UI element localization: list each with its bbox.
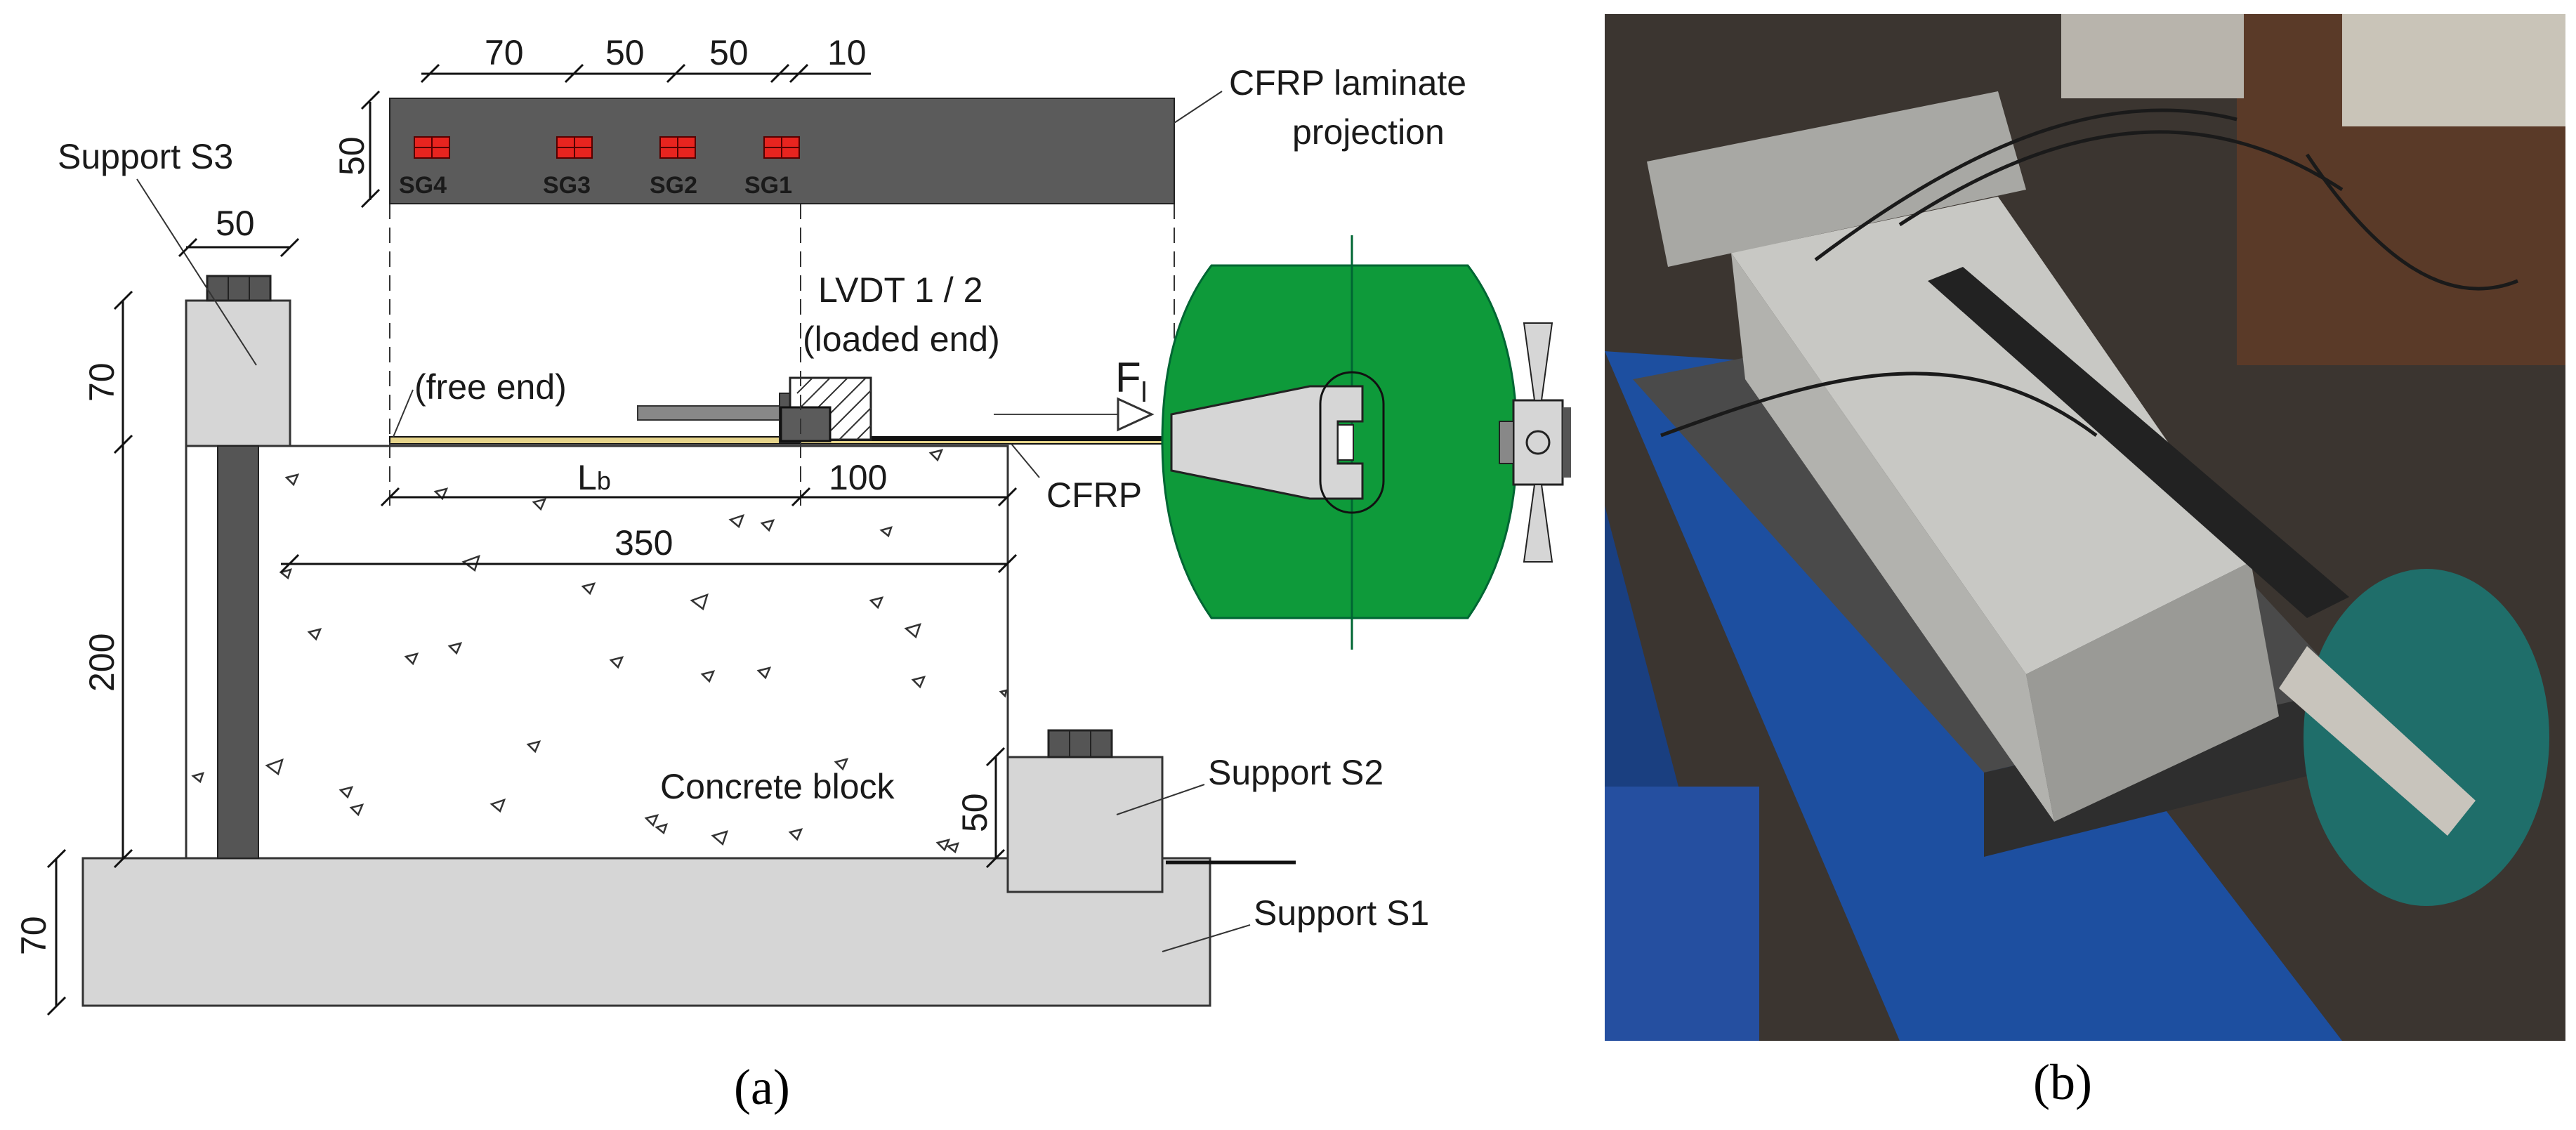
force-label: Fl <box>1115 354 1148 408</box>
dim-50-a: 50 <box>605 33 645 72</box>
block-length: 350 <box>615 523 673 563</box>
support-s3-plate <box>185 299 291 447</box>
free-end-label: (free end) <box>414 367 567 407</box>
aggregate-marks <box>191 449 1008 854</box>
lvdt-rod <box>637 405 782 421</box>
concrete-block <box>185 445 1009 860</box>
dim-s2-height: 50 <box>955 793 994 832</box>
dim-block-height: 200 <box>82 633 121 692</box>
lvdt-label-1: LVDT 1 / 2 <box>818 270 983 310</box>
panel-a-caption: (a) <box>734 1059 790 1115</box>
sg4-label: SG4 <box>399 172 447 199</box>
sg4-mark <box>414 136 450 159</box>
dim-s3-height: 70 <box>82 362 121 402</box>
concrete-block-label: Concrete block <box>660 767 895 806</box>
sg1-label: SG1 <box>744 172 792 199</box>
dim-50-b: 50 <box>709 33 749 72</box>
cfrp-label: CFRP <box>1046 475 1142 515</box>
sg2-label: SG2 <box>650 172 697 199</box>
grip-connector <box>1499 322 1571 563</box>
sg2-mark <box>659 136 696 159</box>
support-s1-label: Support S1 <box>1254 893 1429 933</box>
sg1-mark <box>763 136 800 159</box>
support-s3-nut <box>206 275 272 302</box>
support-s3-rod <box>217 445 259 859</box>
lab-photo-illustration <box>1605 14 2565 1041</box>
dim-10: 10 <box>827 33 867 72</box>
sg3-label: SG3 <box>543 172 591 199</box>
support-s3-label: Support S3 <box>58 137 233 176</box>
panel-a: SG4 SG3 SG2 SG1 70 50 50 10 50 CFRP lami… <box>14 33 1571 1115</box>
laminate-label-1: CFRP laminate <box>1229 63 1466 103</box>
panel-b-caption: (b) <box>2033 1054 2092 1110</box>
support-s2-plate <box>1006 756 1164 893</box>
support-s2-label: Support S2 <box>1208 753 1384 792</box>
unbonded-length: 100 <box>829 458 887 497</box>
lvdt-label-2: (loaded end) <box>803 320 1000 359</box>
panel-b-photo <box>1605 14 2565 1041</box>
sg3-mark <box>556 136 593 159</box>
dim-base-height: 70 <box>14 916 53 955</box>
green-grip <box>1161 235 1518 650</box>
laminate-label-2: projection <box>1292 112 1445 152</box>
force-arrow <box>1117 397 1155 432</box>
bond-length-label: Lb <box>577 458 611 497</box>
support-s2-nut <box>1047 729 1113 758</box>
dim-laminate-width: 50 <box>332 136 372 176</box>
strain-gauges <box>414 136 800 159</box>
top-dimension-line <box>420 63 871 84</box>
dim-s3-width: 50 <box>216 204 255 243</box>
dim-70-top: 70 <box>485 33 524 72</box>
